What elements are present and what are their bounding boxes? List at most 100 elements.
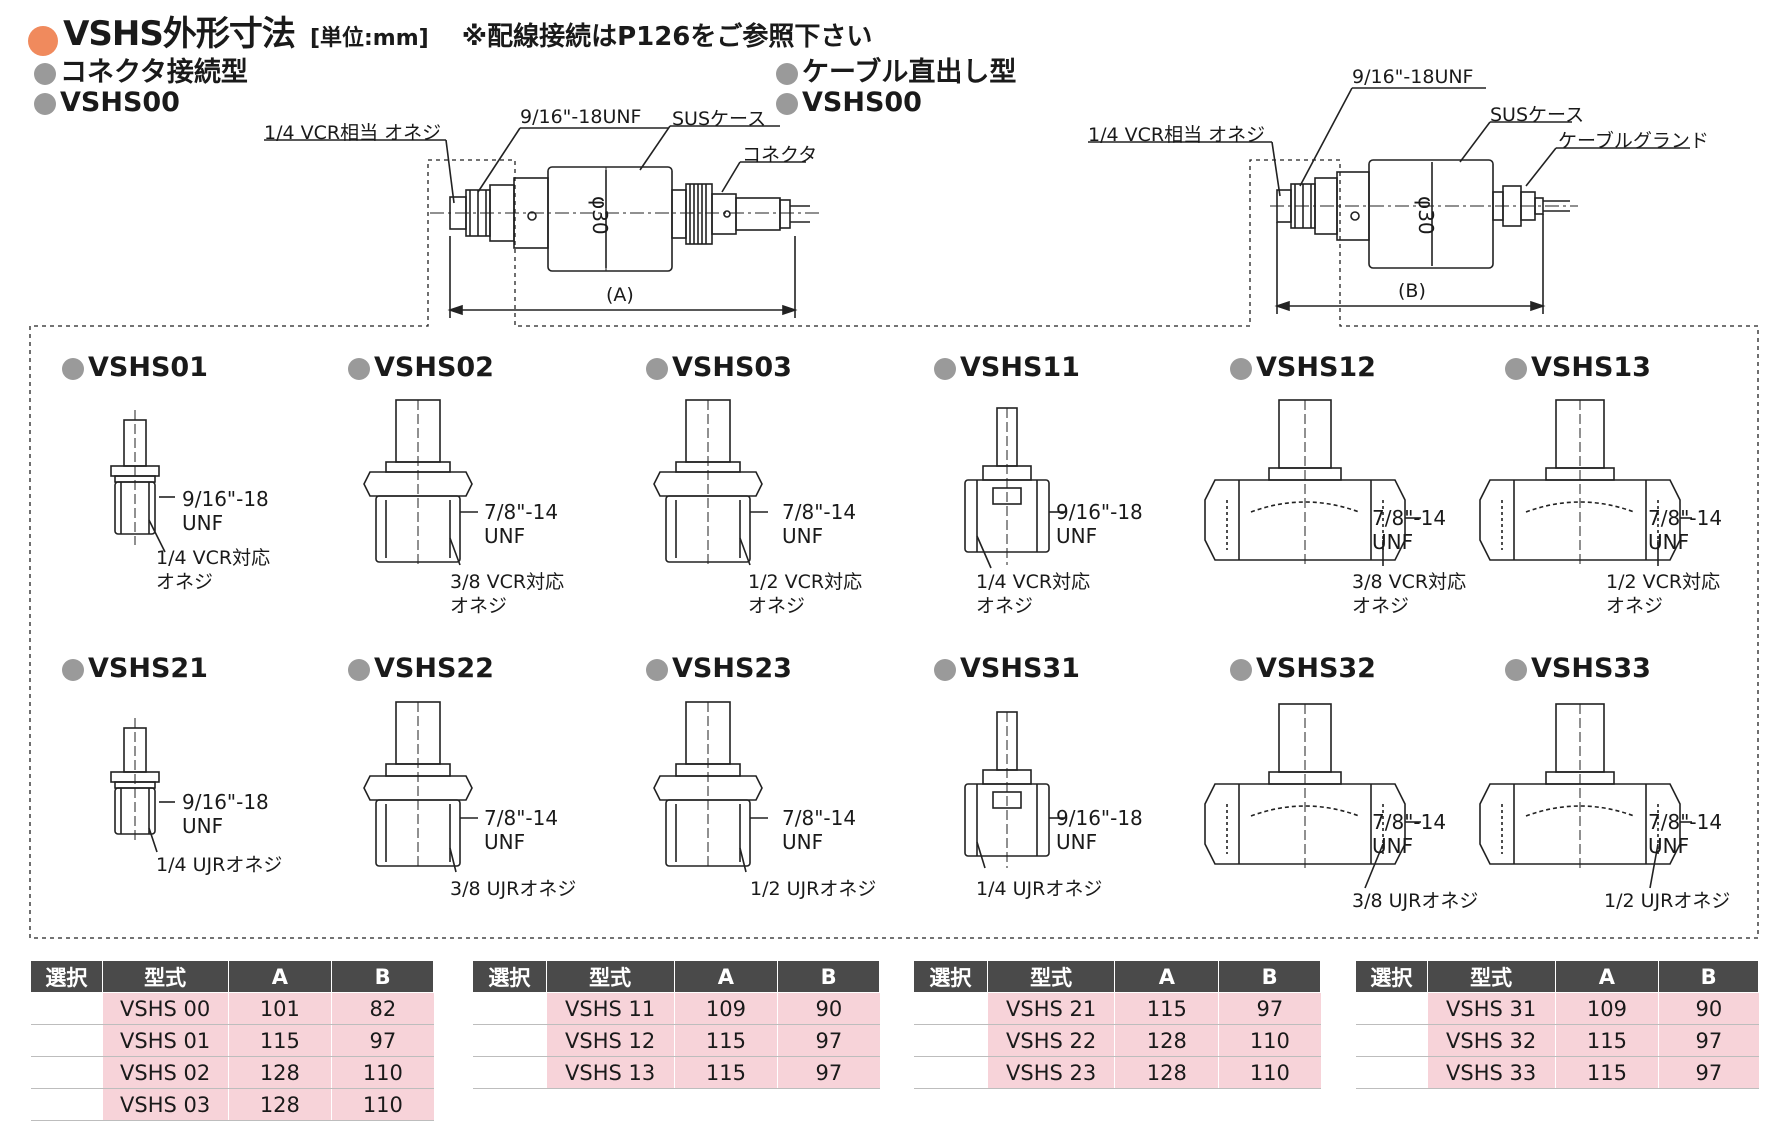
gray-circle-icon [34, 62, 56, 85]
select-cell[interactable] [1355, 1024, 1428, 1057]
fitting-desc: 1/4 VCR対応オネジ [156, 547, 271, 593]
table-cell: 128 [227, 1088, 332, 1121]
select-cell[interactable] [913, 1024, 988, 1057]
fitting-desc: 1/2 UJRオネジ [750, 878, 877, 900]
model-title: VSHS23 [646, 653, 792, 684]
table-cell: VSHS 00 [101, 992, 228, 1025]
select-cell[interactable] [913, 1056, 988, 1089]
vshs22-drawing [363, 701, 478, 873]
table-cell: 115 [673, 1024, 778, 1057]
table-cell: VSHS 23 [986, 1056, 1115, 1089]
vshs23-drawing [653, 701, 768, 873]
vshs33-drawing [1479, 703, 1692, 889]
connector-type-title: コネクタ接続型 VSHS00 [34, 58, 248, 118]
model-title: VSHS21 [62, 653, 208, 684]
select-cell[interactable] [30, 992, 103, 1025]
model-title: VSHS22 [348, 653, 494, 684]
fitting-desc: 1/2 VCR対応オネジ [1606, 571, 1721, 617]
unf-thread-label: 9/16"-18UNF [1352, 66, 1474, 88]
gray-circle-icon [34, 92, 56, 115]
vshs31-drawing [964, 711, 1065, 869]
dimension-b-label: (B) [1398, 280, 1426, 302]
table-cell: 115 [227, 1024, 332, 1057]
select-cell[interactable] [472, 1024, 547, 1057]
table-cell: 97 [1658, 1024, 1759, 1057]
model-title: VSHS03 [646, 352, 792, 383]
connector-label: コネクタ [742, 144, 818, 166]
table-cell: VSHS 03 [101, 1088, 228, 1121]
model-title: VSHS33 [1505, 653, 1651, 684]
table-cell: 101 [227, 992, 332, 1025]
table-cell: 97 [777, 1024, 880, 1057]
select-cell[interactable] [1355, 1056, 1428, 1089]
table-cell: 109 [673, 992, 778, 1025]
table-cell: 109 [1554, 992, 1659, 1025]
page-header: VSHS外形寸法 [単位:mm] ※配線接続はP126をご参照下さい [28, 6, 872, 56]
fitting-desc: 1/4 VCR対応オネジ [976, 571, 1091, 617]
table-cell: VSHS 12 [545, 1024, 675, 1057]
model-title: VSHS32 [1230, 653, 1376, 684]
table-cell: VSHS 02 [101, 1056, 228, 1089]
select-cell[interactable] [30, 1056, 103, 1089]
fitting-desc: 1/4 UJRオネジ [976, 878, 1103, 900]
unit-label: [単位:mm] [309, 26, 429, 51]
table-cell: VSHS 11 [545, 992, 675, 1025]
select-cell[interactable] [913, 992, 988, 1025]
table-cell: VSHS 33 [1426, 1056, 1556, 1089]
vcr-thread-label: 1/4 VCR相当 オネジ [1088, 124, 1266, 146]
select-cell[interactable] [30, 1024, 103, 1057]
select-cell[interactable] [472, 992, 547, 1025]
table-cell: VSHS 22 [986, 1024, 1115, 1057]
cable-sensor-drawing [1088, 87, 1690, 314]
diameter-label: φ30 [1414, 196, 1438, 235]
table-cell: VSHS 31 [1426, 992, 1556, 1025]
table-cell: 128 [1114, 1024, 1219, 1057]
table-cell: 115 [673, 1056, 778, 1089]
table-cell: VSHS 13 [545, 1056, 675, 1089]
vcr-thread-label: 1/4 VCR相当 オネジ [264, 122, 442, 144]
gray-circle-icon [776, 92, 798, 115]
wiring-note: ※配線接続はP126をご参照下さい [461, 22, 873, 52]
table-cell: 97 [331, 1024, 434, 1057]
dashed-enclosure [29, 159, 1759, 939]
fitting-desc: 1/2 UJRオネジ [1604, 890, 1731, 912]
select-cell[interactable] [30, 1088, 103, 1121]
select-cell[interactable] [1355, 992, 1428, 1025]
model-title: VSHS12 [1230, 352, 1376, 383]
sus-case-label: SUSケース [672, 108, 767, 130]
gray-circle-icon [776, 62, 798, 85]
fitting-desc: 3/8 UJRオネジ [450, 878, 577, 900]
select-cell[interactable] [472, 1056, 547, 1089]
vshs21-drawing [110, 718, 175, 853]
vshs11-drawing [964, 407, 1065, 569]
vshs01-drawing [110, 410, 175, 553]
table-cell: 115 [1554, 1024, 1659, 1057]
fitting-desc: 1/4 UJRオネジ [156, 854, 283, 876]
table-cell: 97 [777, 1056, 880, 1089]
table-cell: 110 [1218, 1056, 1321, 1089]
table-cell: 82 [331, 992, 434, 1025]
table-cell: 110 [331, 1056, 434, 1089]
table-cell: 110 [331, 1088, 434, 1121]
